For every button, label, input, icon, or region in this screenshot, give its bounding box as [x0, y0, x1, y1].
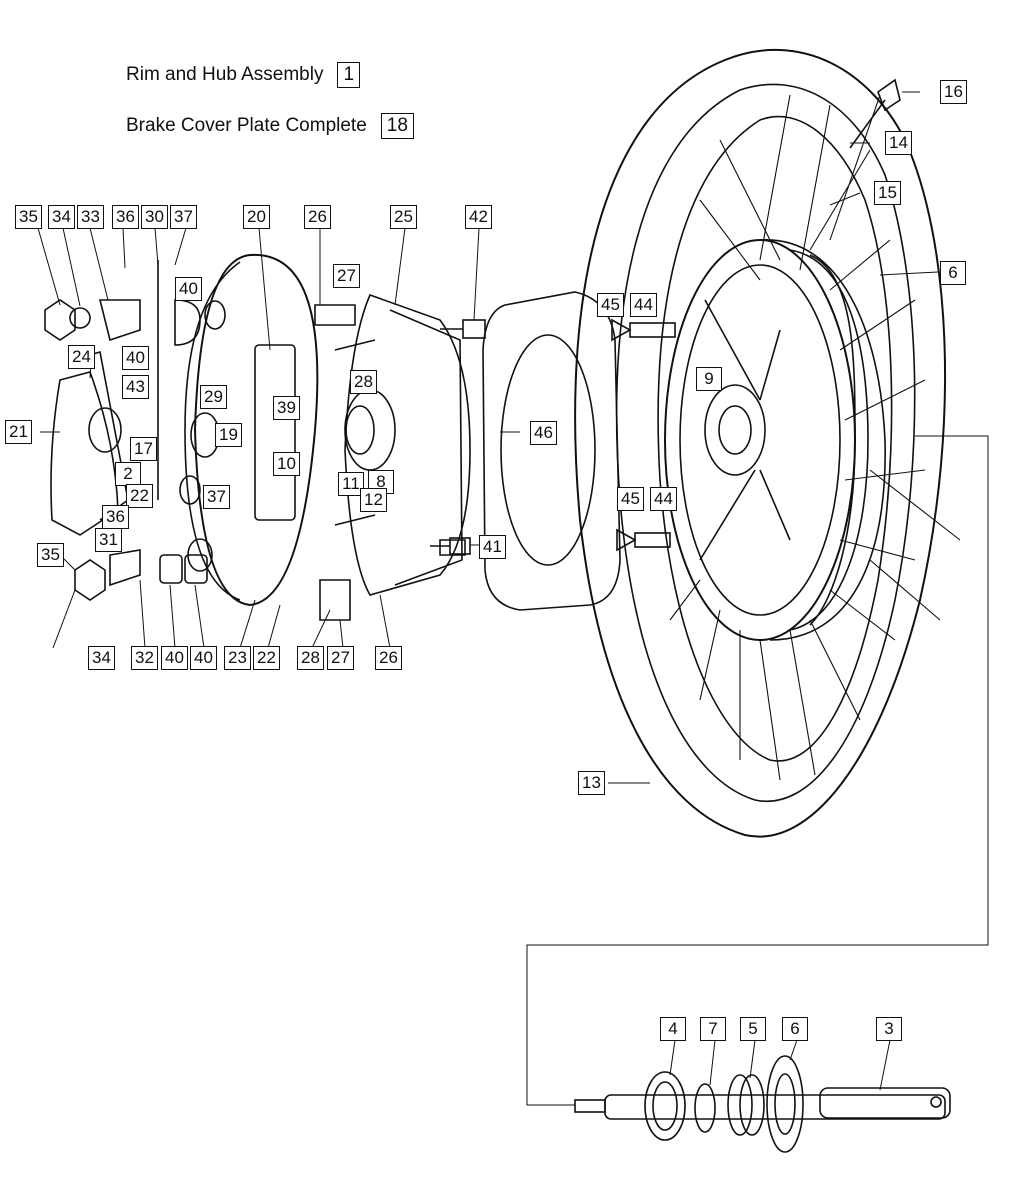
- callout-17: 17: [130, 437, 157, 461]
- callout-6: 6: [940, 261, 966, 285]
- tyre: [574, 49, 947, 838]
- title-brake-cover-text: Brake Cover Plate Complete: [126, 115, 367, 136]
- callout-14: 14: [885, 131, 912, 155]
- callout-40: 40: [190, 646, 217, 670]
- callout-32: 32: [131, 646, 158, 670]
- callout-39: 39: [273, 396, 300, 420]
- levers-and-nuts: [44, 260, 208, 601]
- callout-22: 22: [126, 484, 153, 508]
- callout-40: 40: [122, 346, 149, 370]
- title-rim-hub-ref: 1: [337, 62, 361, 88]
- callout-44: 44: [650, 487, 677, 511]
- gasket: [482, 291, 621, 611]
- title-rim-hub: Rim and Hub Assembly 1: [126, 62, 361, 88]
- spokes: [669, 94, 961, 781]
- callout-36: 36: [102, 505, 129, 529]
- callout-22: 22: [253, 646, 280, 670]
- callout-26: 26: [375, 646, 402, 670]
- callout-33: 33: [77, 205, 104, 229]
- callout-27: 27: [327, 646, 354, 670]
- callout-45: 45: [597, 293, 624, 317]
- callout-28: 28: [350, 370, 377, 394]
- callout-29: 29: [200, 385, 227, 409]
- callout-11: 11: [338, 472, 364, 496]
- callout-36: 36: [112, 205, 139, 229]
- callout-34: 34: [88, 646, 115, 670]
- title-brake-cover: Brake Cover Plate Complete 18: [126, 113, 414, 139]
- callout-5: 5: [740, 1017, 766, 1041]
- callout-45: 45: [617, 487, 644, 511]
- callout-24: 24: [68, 345, 95, 369]
- callout-35: 35: [15, 205, 42, 229]
- callout-41: 41: [479, 535, 506, 559]
- callout-27: 27: [333, 264, 360, 288]
- axle-connector-line: [526, 435, 989, 1106]
- callout-20: 20: [243, 205, 270, 229]
- callout-21: 21: [5, 420, 32, 444]
- title-rim-hub-text: Rim and Hub Assembly: [126, 64, 324, 85]
- callout-4: 4: [660, 1017, 686, 1041]
- callout-13: 13: [578, 771, 605, 795]
- callout-37: 37: [170, 205, 197, 229]
- callout-31: 31: [95, 528, 122, 552]
- callout-7: 7: [700, 1017, 726, 1041]
- callout-46: 46: [530, 421, 557, 445]
- callout-16: 16: [940, 80, 967, 104]
- callout-26: 26: [304, 205, 331, 229]
- callout-19: 19: [215, 423, 242, 447]
- callout-43: 43: [122, 375, 149, 399]
- callout-37: 37: [203, 485, 230, 509]
- callout-9: 9: [696, 367, 722, 391]
- callout-23: 23: [224, 646, 251, 670]
- callout-30: 30: [141, 205, 168, 229]
- callout-12: 12: [360, 488, 387, 512]
- callout-40: 40: [161, 646, 188, 670]
- callout-2: 2: [115, 462, 141, 486]
- callout-35: 35: [37, 543, 64, 567]
- callout-28: 28: [297, 646, 324, 670]
- callout-34: 34: [48, 205, 75, 229]
- callout-6: 6: [782, 1017, 808, 1041]
- hub: [664, 239, 886, 641]
- axle: [574, 1055, 951, 1153]
- brake-shoes: [314, 293, 471, 621]
- callout-42: 42: [465, 205, 492, 229]
- callout-3: 3: [876, 1017, 902, 1041]
- callout-10: 10: [273, 452, 300, 476]
- title-brake-cover-ref: 18: [380, 113, 414, 139]
- brake-cover-plate: [179, 253, 319, 607]
- leader-lines: [37, 91, 939, 1091]
- bolts: [430, 78, 901, 555]
- callout-40: 40: [175, 277, 202, 301]
- callout-15: 15: [874, 181, 901, 205]
- callout-44: 44: [630, 293, 657, 317]
- callout-25: 25: [390, 205, 417, 229]
